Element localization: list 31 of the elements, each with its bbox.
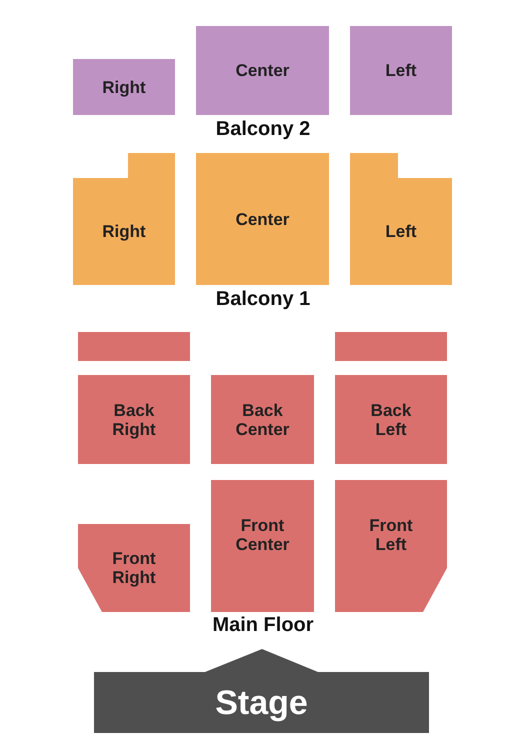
seating-section: [335, 480, 447, 612]
area-label: Main Floor: [212, 614, 314, 637]
area-label: Balcony 2: [216, 118, 310, 141]
seating-section: [78, 375, 190, 464]
seating-section: [196, 153, 329, 285]
stage-label: Stage: [215, 684, 308, 722]
seating-section: [335, 375, 447, 464]
section-label: Center: [236, 210, 290, 228]
seating-section: [78, 524, 190, 612]
seating-section: [350, 153, 452, 285]
seating-section: [196, 26, 329, 115]
section-label: Center: [236, 61, 290, 80]
seating-section-bar: [78, 332, 190, 361]
seating-section: [73, 59, 175, 115]
section-label: Back Right: [111, 400, 157, 438]
seating-section: [211, 480, 314, 612]
section-label: Back Center: [234, 400, 290, 438]
section-label: Right: [102, 78, 146, 96]
seating-section-bar: [335, 332, 447, 361]
section-label: Back Left: [370, 400, 412, 438]
section-label: Left: [385, 222, 417, 241]
section-label: Left: [385, 61, 417, 80]
seating-section: [73, 153, 175, 285]
area-label: Balcony 1: [216, 288, 310, 311]
section-label: Front Right: [111, 549, 157, 587]
seating-section: [211, 375, 314, 464]
section-label: Right: [102, 222, 146, 241]
seating-section: [350, 26, 452, 115]
section-label: Front Left: [368, 516, 414, 554]
section-label: Front Center: [234, 516, 290, 554]
stage: [94, 649, 429, 733]
